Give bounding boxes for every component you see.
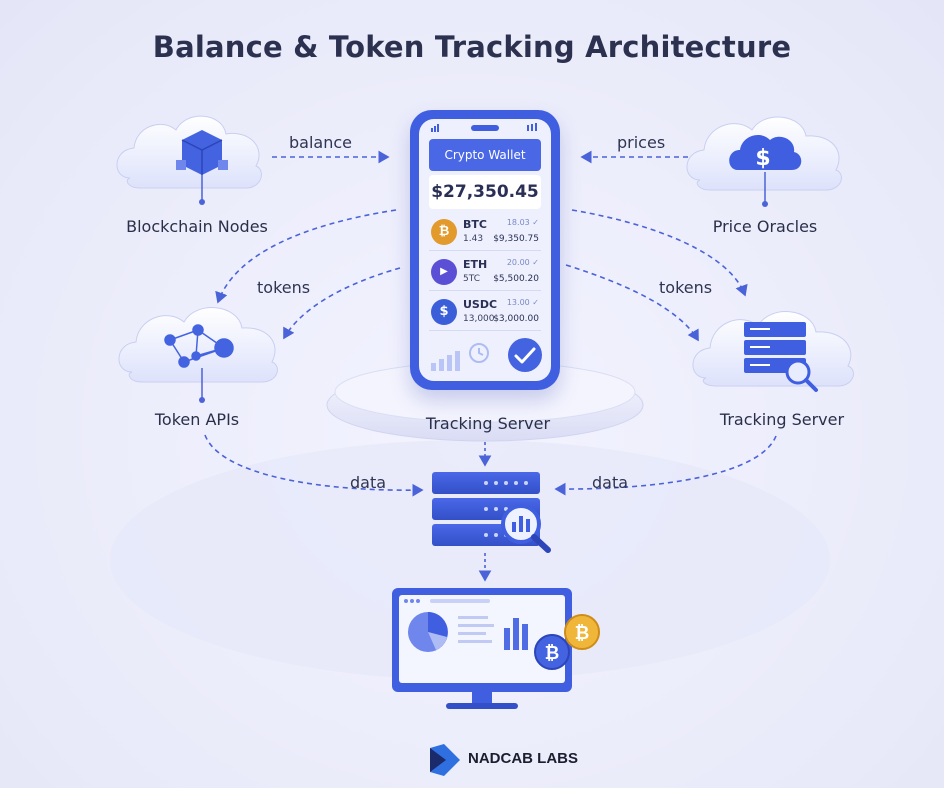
asset-row-btc[interactable]: ₿ BTC 1.43 18.03 ✓ $9,350.75 xyxy=(429,213,541,251)
asset-change: 13.00 ✓ xyxy=(506,298,539,307)
label-blockchain-nodes: Blockchain Nodes xyxy=(126,217,268,236)
edge-label-tokens-left: tokens xyxy=(257,278,311,297)
analytics-magnifier-icon xyxy=(501,504,551,553)
cloud-price-oracles: $ xyxy=(686,116,842,207)
label-price-oracles: Price Oracles xyxy=(712,217,818,236)
asset-row-usdc[interactable]: $ USDC 13,000 13.00 ✓ $3,000.00 xyxy=(429,293,541,331)
phone-notch xyxy=(471,125,499,131)
label-tracking-server-center: Tracking Server xyxy=(425,414,551,433)
edge-label-data-right: data xyxy=(592,473,629,492)
brand-name: NADCAB LABS xyxy=(468,750,578,767)
edge-label-balance: balance xyxy=(289,133,352,152)
clock-icon xyxy=(469,343,489,363)
ethereum-icon: ▶ xyxy=(431,259,457,285)
diagram-title: Balance & Token Tracking Architecture xyxy=(152,30,792,64)
signal-icon xyxy=(431,124,439,132)
asset-value: $5,500.20 xyxy=(493,274,539,284)
database-server xyxy=(432,472,551,553)
cloud-tracking-server-right xyxy=(692,311,854,392)
phone-status-bar xyxy=(419,119,551,137)
phone-screen: Crypto Wallet $27,350.45 ₿ BTC 1.43 18.0… xyxy=(419,119,551,381)
background-ellipse xyxy=(110,440,830,680)
mini-bar-chart-icon xyxy=(431,351,460,371)
phone-footer xyxy=(431,338,542,372)
bitcoin-coin-icon: ₿ ₿ xyxy=(534,614,600,670)
dashboard-monitor: ₿ ₿ xyxy=(392,588,600,709)
label-token-apis: Token APIs xyxy=(154,410,240,429)
asset-symbol: BTC xyxy=(463,218,487,231)
edge-tokens-right-inner xyxy=(565,264,699,342)
label-tracking-server-right: Tracking Server xyxy=(719,410,845,429)
edge-tokens-left-arc xyxy=(215,209,397,304)
edge-label-data-left: data xyxy=(350,473,387,492)
asset-amount: 5TC xyxy=(463,274,480,284)
edge-label-tokens-right: tokens xyxy=(659,278,713,297)
cloud-token-apis xyxy=(118,307,278,403)
bitcoin-icon: ₿ xyxy=(431,219,457,245)
svg-text:₿: ₿ xyxy=(575,623,590,644)
asset-change: 20.00 ✓ xyxy=(506,258,539,267)
asset-symbol: USDC xyxy=(463,298,498,311)
cloud-blockchain-nodes xyxy=(116,115,262,205)
nadcab-logo-icon xyxy=(430,744,460,776)
connectors xyxy=(204,150,777,582)
pie-chart-icon xyxy=(408,612,448,652)
bar-chart-icon xyxy=(504,618,528,650)
edge-data-right xyxy=(554,435,777,496)
asset-row-eth[interactable]: ▶ ETH 5TC 20.00 ✓ $5,500.20 xyxy=(429,253,541,291)
edge-tokens-right-arc xyxy=(571,209,748,297)
magnifier-icon xyxy=(785,359,818,392)
dollar-cloud-icon: $ xyxy=(729,135,802,171)
server-rack-icon xyxy=(744,322,806,373)
crypto-wallet-phone: Crypto Wallet $27,350.45 ₿ BTC 1.43 18.0… xyxy=(410,110,560,390)
svg-text:$: $ xyxy=(755,146,770,171)
blockchain-cube-icon xyxy=(176,130,228,175)
checkmark-icon xyxy=(508,338,542,372)
asset-symbol: ETH xyxy=(463,258,488,271)
asset-amount: 1.43 xyxy=(463,234,484,244)
asset-value: $3,000.00 xyxy=(493,314,539,324)
edge-data-left xyxy=(204,434,424,497)
asset-change: 18.03 ✓ xyxy=(506,218,539,227)
wallet-balance: $27,350.45 xyxy=(429,175,541,209)
asset-value: $9,350.75 xyxy=(493,234,539,244)
svg-text:₿: ₿ xyxy=(545,643,560,664)
asset-amount: 13,000 xyxy=(463,314,495,324)
edge-tokens-left-inner xyxy=(283,267,401,340)
wallet-title: Crypto Wallet xyxy=(429,139,541,171)
battery-icon xyxy=(527,123,537,131)
network-graph-icon xyxy=(164,324,234,368)
edge-label-prices: prices xyxy=(617,133,666,152)
usdc-icon: $ xyxy=(431,299,457,325)
phone-platform xyxy=(326,361,644,442)
